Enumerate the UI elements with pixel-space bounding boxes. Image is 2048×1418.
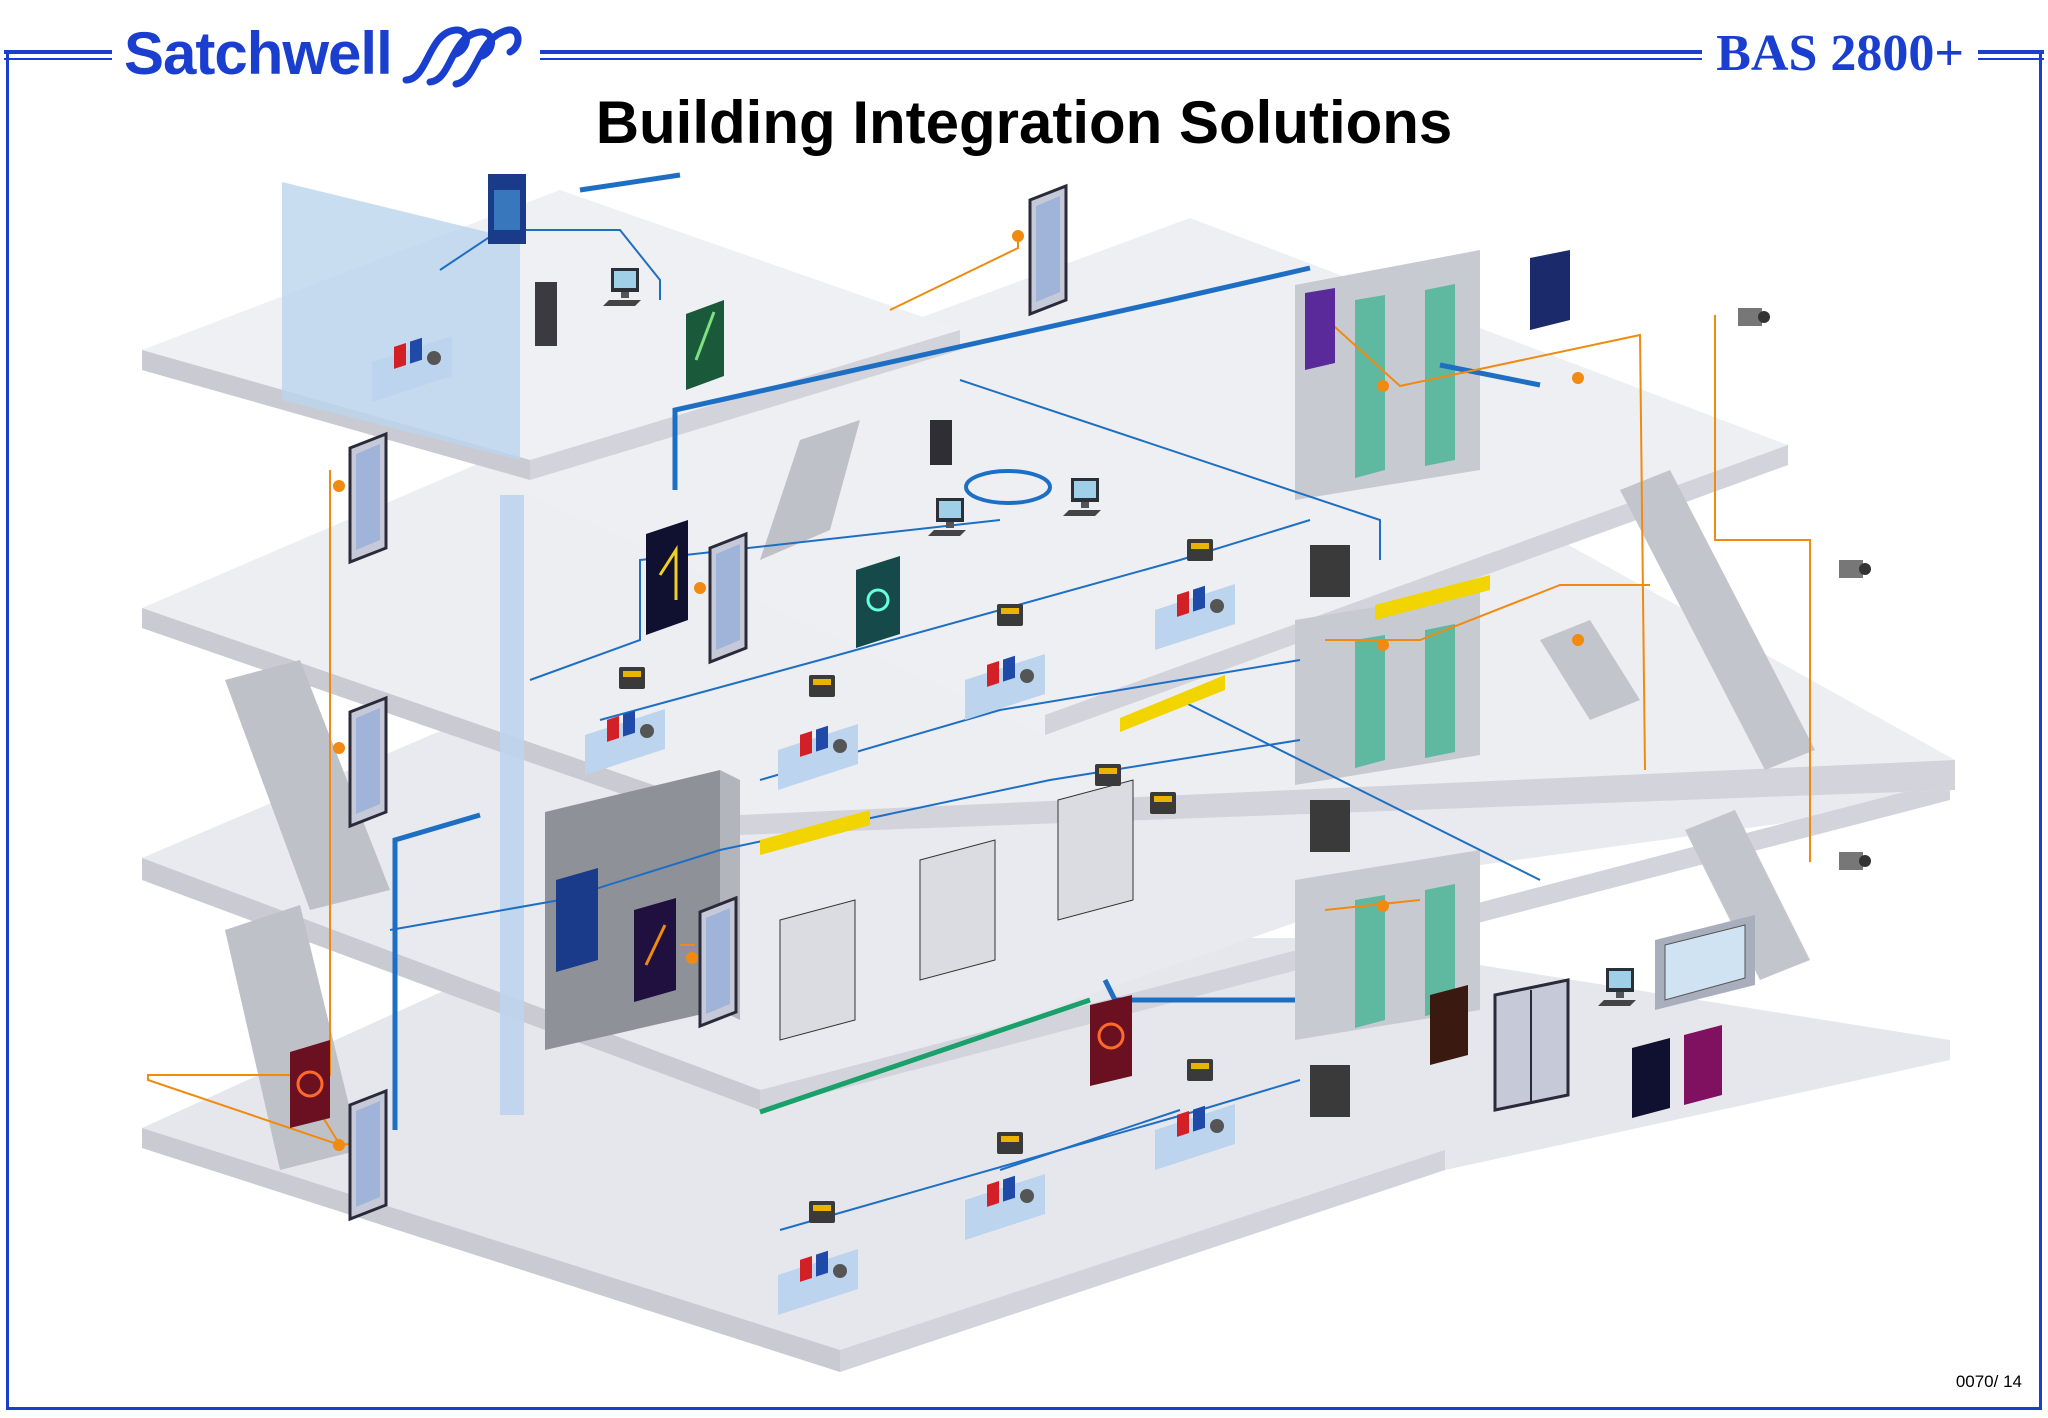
brand-logo: Satchwell (112, 14, 540, 94)
fire-alarm-points (333, 230, 1584, 1151)
supply-duct-top (282, 182, 520, 460)
access-control-icon (856, 556, 900, 648)
fire-alarm-icon (290, 1040, 330, 1128)
floor-slab-ground-edge-2 (840, 1150, 1445, 1372)
hvac-icon (488, 174, 526, 244)
door-icon (1028, 184, 1068, 316)
security-icon (1632, 1038, 1670, 1118)
fire-alarm-icon (634, 898, 676, 1002)
controller-icon (997, 604, 1023, 626)
security-icon (1430, 985, 1468, 1065)
floor-slab-top-edge-2 (530, 330, 960, 480)
slide-title: Building Integration Solutions (595, 89, 1453, 156)
controller-icon (809, 1201, 835, 1223)
floor-slab-second-edge-2 (740, 760, 1955, 835)
slide-reference: 0070/ 14 (1955, 1372, 2022, 1391)
controller-icon (997, 1132, 1023, 1154)
controller-icon (809, 675, 835, 697)
server-tower-icon (535, 282, 557, 346)
fire-alarm-icon (1090, 995, 1132, 1086)
lighting-icon (686, 300, 724, 390)
lift-shaft-lower (1295, 850, 1480, 1040)
lift-shaft-middle (1295, 590, 1480, 785)
controller-icon (1095, 764, 1121, 786)
escalator-right (1540, 470, 1815, 980)
window-grid (1655, 915, 1755, 1010)
floor-slab-top-edge (142, 350, 530, 480)
controller-icon (619, 667, 645, 689)
hvac-icon (1530, 250, 1570, 330)
lighting-rails (760, 575, 1490, 855)
plant-room (545, 770, 720, 1050)
hvac-icon (556, 868, 598, 972)
door-icon (708, 532, 748, 664)
floor-slab-ground-edge (142, 1128, 840, 1372)
camera-icon (1839, 560, 1871, 578)
product-name: BAS 2800+ (1702, 18, 1978, 90)
server-tower-icon (930, 420, 952, 465)
lift-icon (1310, 545, 1350, 1117)
camera-icon (1738, 308, 1770, 326)
controller-icon (1187, 1059, 1213, 1081)
door-icon (348, 1089, 388, 1221)
brand-name: Satchwell (124, 20, 393, 87)
riser-duct (500, 495, 524, 1115)
controller-icon (1150, 792, 1176, 814)
frame-top-line-1 (4, 50, 2044, 54)
staircase-center (760, 420, 860, 560)
camera-icon (1839, 852, 1871, 870)
frame-top-line-2 (4, 58, 2044, 60)
sprinkler-pipe (759, 997, 1091, 1115)
frame-bottom-line (6, 1407, 2042, 1410)
controller-icon (1187, 539, 1213, 561)
radiator-group (779, 779, 1134, 1041)
door-icon (698, 896, 738, 1028)
access-control-icon (1305, 288, 1335, 370)
security-icon (646, 520, 688, 635)
frame-right-line (2039, 50, 2042, 1410)
door-icon (348, 696, 388, 828)
door-icon (348, 432, 388, 564)
floor-slab-third-edge (1045, 445, 1788, 735)
network-ring (964, 469, 1052, 505)
lift-door-icon (1493, 978, 1570, 1112)
frame-left-line (6, 50, 9, 1410)
satchwell-wave-logo-icon (402, 26, 522, 88)
access-control-icon (1684, 1025, 1722, 1105)
